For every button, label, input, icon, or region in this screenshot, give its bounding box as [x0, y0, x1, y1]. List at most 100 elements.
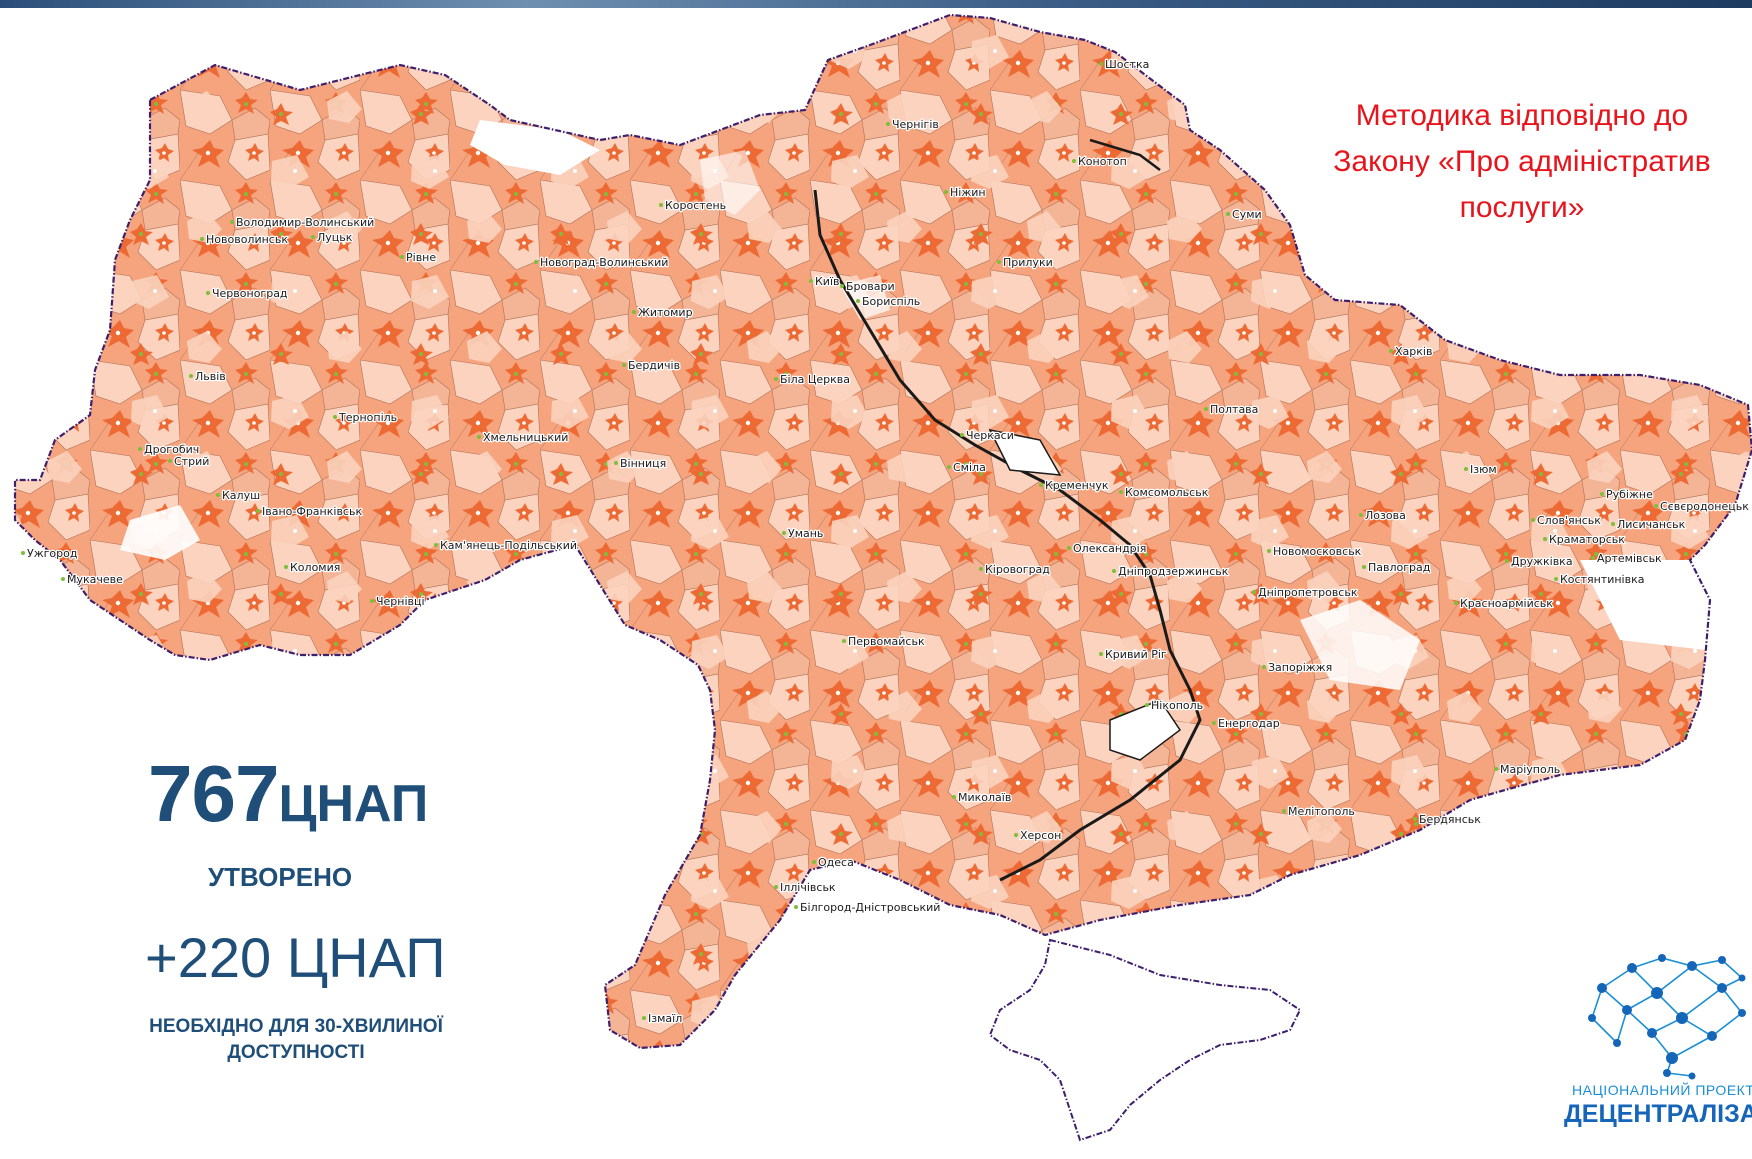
city-marker [1112, 569, 1116, 573]
city-marker [960, 433, 964, 437]
city-label: Олександрія [1073, 542, 1146, 555]
city-label: Чернігів [892, 118, 939, 131]
city-label: Лисичанськ [1617, 518, 1686, 531]
city-label: Рівне [406, 251, 436, 264]
city-label: Павлоград [1368, 561, 1431, 574]
city-label: Умань [788, 527, 823, 540]
city-label: Слов'янськ [1537, 514, 1601, 527]
city-marker [997, 260, 1001, 264]
network-tree-icon [1588, 954, 1746, 1080]
city-marker [1119, 490, 1123, 494]
logo-title: ДЕЦЕНТРАЛІЗАЦІЯ [1564, 1100, 1752, 1128]
methodology-line-2: Закону «Про адміністратив [1333, 145, 1711, 178]
city-label: Біла Церква [780, 373, 850, 386]
needed-count: +220 ЦНАП [145, 926, 446, 989]
city-labels: ШосткаЧернігівКонотопНіжинСумиПрилукиБро… [21, 57, 1750, 1026]
city-label: Ніжин [950, 186, 986, 199]
city-label: Красноармійськ [1460, 597, 1553, 610]
city-label: Бердичів [628, 359, 680, 372]
city-marker [189, 374, 193, 378]
city-label: Вінниця [620, 457, 666, 470]
city-marker [794, 905, 798, 909]
city-label: Черкаси [966, 429, 1014, 442]
city-label: Енергодар [1218, 717, 1280, 730]
city-label: Рубіжне [1606, 488, 1653, 501]
crimea-outline [988, 938, 1302, 1142]
top-header-strip [0, 0, 1752, 8]
city-marker [622, 363, 626, 367]
city-marker [1505, 559, 1509, 563]
city-label: Володимир-Волинський [236, 216, 374, 229]
city-label: Комсомольськ [1125, 486, 1209, 499]
city-label: Одеса [818, 856, 854, 869]
city-marker [216, 493, 220, 497]
city-marker [1282, 809, 1286, 813]
city-marker [1014, 833, 1018, 837]
city-label: Стрий [174, 455, 209, 468]
city-label: Коломия [290, 561, 340, 574]
city-label: Шостка [1105, 58, 1149, 71]
city-marker [61, 577, 65, 581]
city-marker [1099, 652, 1103, 656]
city-marker [1654, 504, 1658, 508]
city-label: Новоград-Волинський [540, 256, 668, 269]
city-marker [1067, 546, 1071, 550]
city-label: Дрогобич [144, 443, 199, 456]
methodology-line-3: послуги» [1459, 191, 1585, 224]
city-marker [1543, 537, 1547, 541]
city-marker [1454, 601, 1458, 605]
created-count: 767ЦНАП [148, 748, 428, 840]
city-label: Мукачеве [67, 573, 123, 586]
city-marker [206, 291, 210, 295]
city-label: Артемівськ [1597, 552, 1662, 565]
city-label: Київ [815, 275, 840, 288]
city-marker [1494, 767, 1498, 771]
city-label: Ізмаїл [648, 1012, 682, 1025]
decentralization-logo: НАЦІОНАЛЬНИЙ ПРОЕКТ ДЕЦЕНТРАЛІЗАЦІЯ [1560, 940, 1752, 1159]
city-label: Ужгород [27, 547, 78, 560]
city-marker [1212, 721, 1216, 725]
city-label: Бровари [846, 280, 895, 293]
city-label: Нововолинськ [206, 233, 288, 246]
city-label: Лозова [1365, 509, 1406, 522]
city-marker [1464, 467, 1468, 471]
city-label: Кам'янець-Подільський [440, 539, 577, 552]
city-marker [477, 435, 481, 439]
city-marker [1099, 62, 1103, 66]
city-marker [1039, 483, 1043, 487]
city-label: Первомайськ [848, 635, 925, 648]
city-label: Хмельницький [483, 431, 568, 444]
city-marker [1145, 703, 1149, 707]
created-caption: УТВОРЕНО [208, 862, 353, 892]
city-marker [840, 284, 844, 288]
city-marker [230, 220, 234, 224]
city-label: Кривий Ріг [1105, 648, 1167, 661]
city-marker [1252, 590, 1256, 594]
city-label: Костянтинівка [1560, 573, 1644, 586]
city-marker [886, 122, 890, 126]
city-marker [1591, 556, 1595, 560]
city-marker [632, 310, 636, 314]
city-label: Дніпропетровськ [1258, 586, 1358, 599]
city-label: Полтава [1210, 403, 1258, 416]
city-marker [1611, 522, 1615, 526]
city-label: Ізюм [1470, 463, 1497, 476]
city-marker [1600, 492, 1604, 496]
city-label: Тернопіль [338, 411, 397, 424]
city-label: Мелітополь [1288, 805, 1355, 818]
city-marker [782, 531, 786, 535]
city-label: Новомосковськ [1273, 545, 1362, 558]
city-marker [284, 565, 288, 569]
city-marker [642, 1016, 646, 1020]
city-label: Маріуполь [1500, 763, 1560, 776]
city-label: Кременчук [1045, 479, 1109, 492]
city-marker [856, 299, 860, 303]
ukraine-border [13, 13, 1752, 1050]
city-label: Львів [195, 370, 226, 383]
city-label: Білгород-Дністровський [800, 901, 940, 914]
city-label: Сміла [953, 461, 986, 474]
city-marker [952, 795, 956, 799]
city-marker [1359, 513, 1363, 517]
city-label: Херсон [1020, 829, 1061, 842]
city-label: Миколаїв [958, 791, 1011, 804]
